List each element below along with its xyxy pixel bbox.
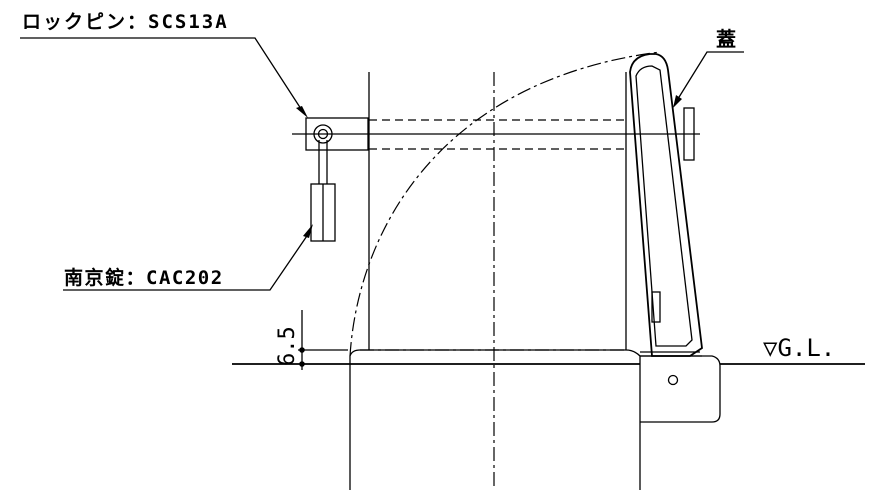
base-collar bbox=[349, 349, 641, 364]
lock-pin bbox=[292, 117, 700, 151]
dimension-6-5 bbox=[298, 310, 348, 370]
ground-level-label: ▽G.L. bbox=[763, 334, 835, 362]
dimension-label: 6.5 bbox=[275, 326, 300, 366]
lock-pin-label: ロックピン：SCS13A bbox=[22, 11, 229, 33]
padlock bbox=[310, 140, 336, 242]
hinge-bracket bbox=[640, 355, 721, 423]
lid-leader bbox=[673, 51, 744, 108]
padlock-leader bbox=[63, 224, 313, 291]
padlock-label: 南京錠：CAC202 bbox=[64, 266, 224, 289]
lid-swing-arc bbox=[349, 51, 661, 357]
lock-pin-leader bbox=[20, 37, 308, 118]
post-outline bbox=[349, 72, 641, 490]
lid-label: 蓋 bbox=[716, 27, 736, 51]
lid bbox=[629, 53, 703, 357]
